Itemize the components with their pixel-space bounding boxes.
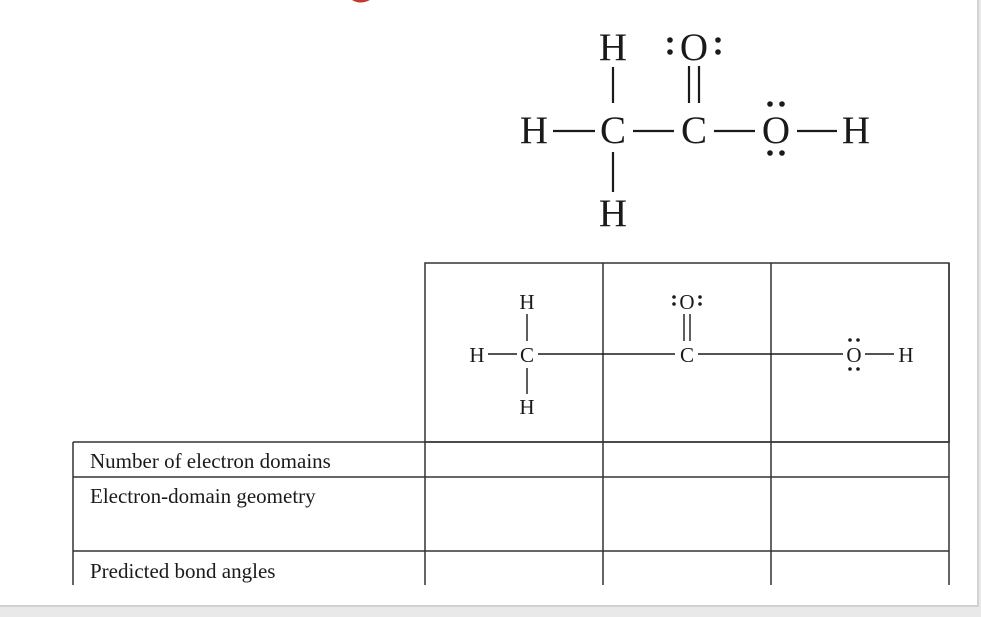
row-label-bond-angles: Predicted bond angles: [90, 559, 275, 583]
frag1-h-left: H: [469, 343, 484, 367]
table-header-col3-hydroxyl: O H: [846, 338, 914, 371]
frag1-c: C: [520, 343, 534, 367]
frag1-h-top: H: [519, 290, 534, 314]
lone-pairs-hydroxyl-o: [767, 101, 785, 156]
lewis-structure-main: H H C H C O O H: [520, 26, 870, 235]
frag2-c: C: [680, 343, 694, 367]
frag3-o: O: [846, 343, 861, 367]
atom-h-left: H: [520, 109, 548, 152]
lone-pairs-carbonyl-o: [667, 37, 721, 55]
acetic-acid-worksheet: H H C H C O O H: [72, 0, 950, 585]
row-label-electron-domains: Number of electron domains: [90, 449, 331, 473]
red-heading-fragment: [352, 0, 370, 3]
atom-h-hydroxyl: H: [842, 109, 870, 152]
frag1-h-bottom: H: [519, 395, 534, 419]
table-header-col1-methyl: H H C H: [469, 290, 675, 419]
atom-h-bottom: H: [599, 192, 627, 235]
atom-h-top: H: [599, 26, 627, 69]
atom-c-methyl: C: [600, 109, 626, 152]
atom-o-hydroxyl: O: [762, 109, 790, 152]
row-label-electron-geometry: Electron-domain geometry: [90, 484, 316, 508]
frag2-o: O: [679, 290, 694, 314]
atom-o-carbonyl: O: [680, 26, 708, 69]
frag3-h: H: [898, 343, 913, 367]
table-header-col2-carbonyl: O C: [672, 290, 843, 367]
atom-c-carbonyl: C: [681, 109, 707, 152]
analysis-table: [72, 262, 950, 585]
